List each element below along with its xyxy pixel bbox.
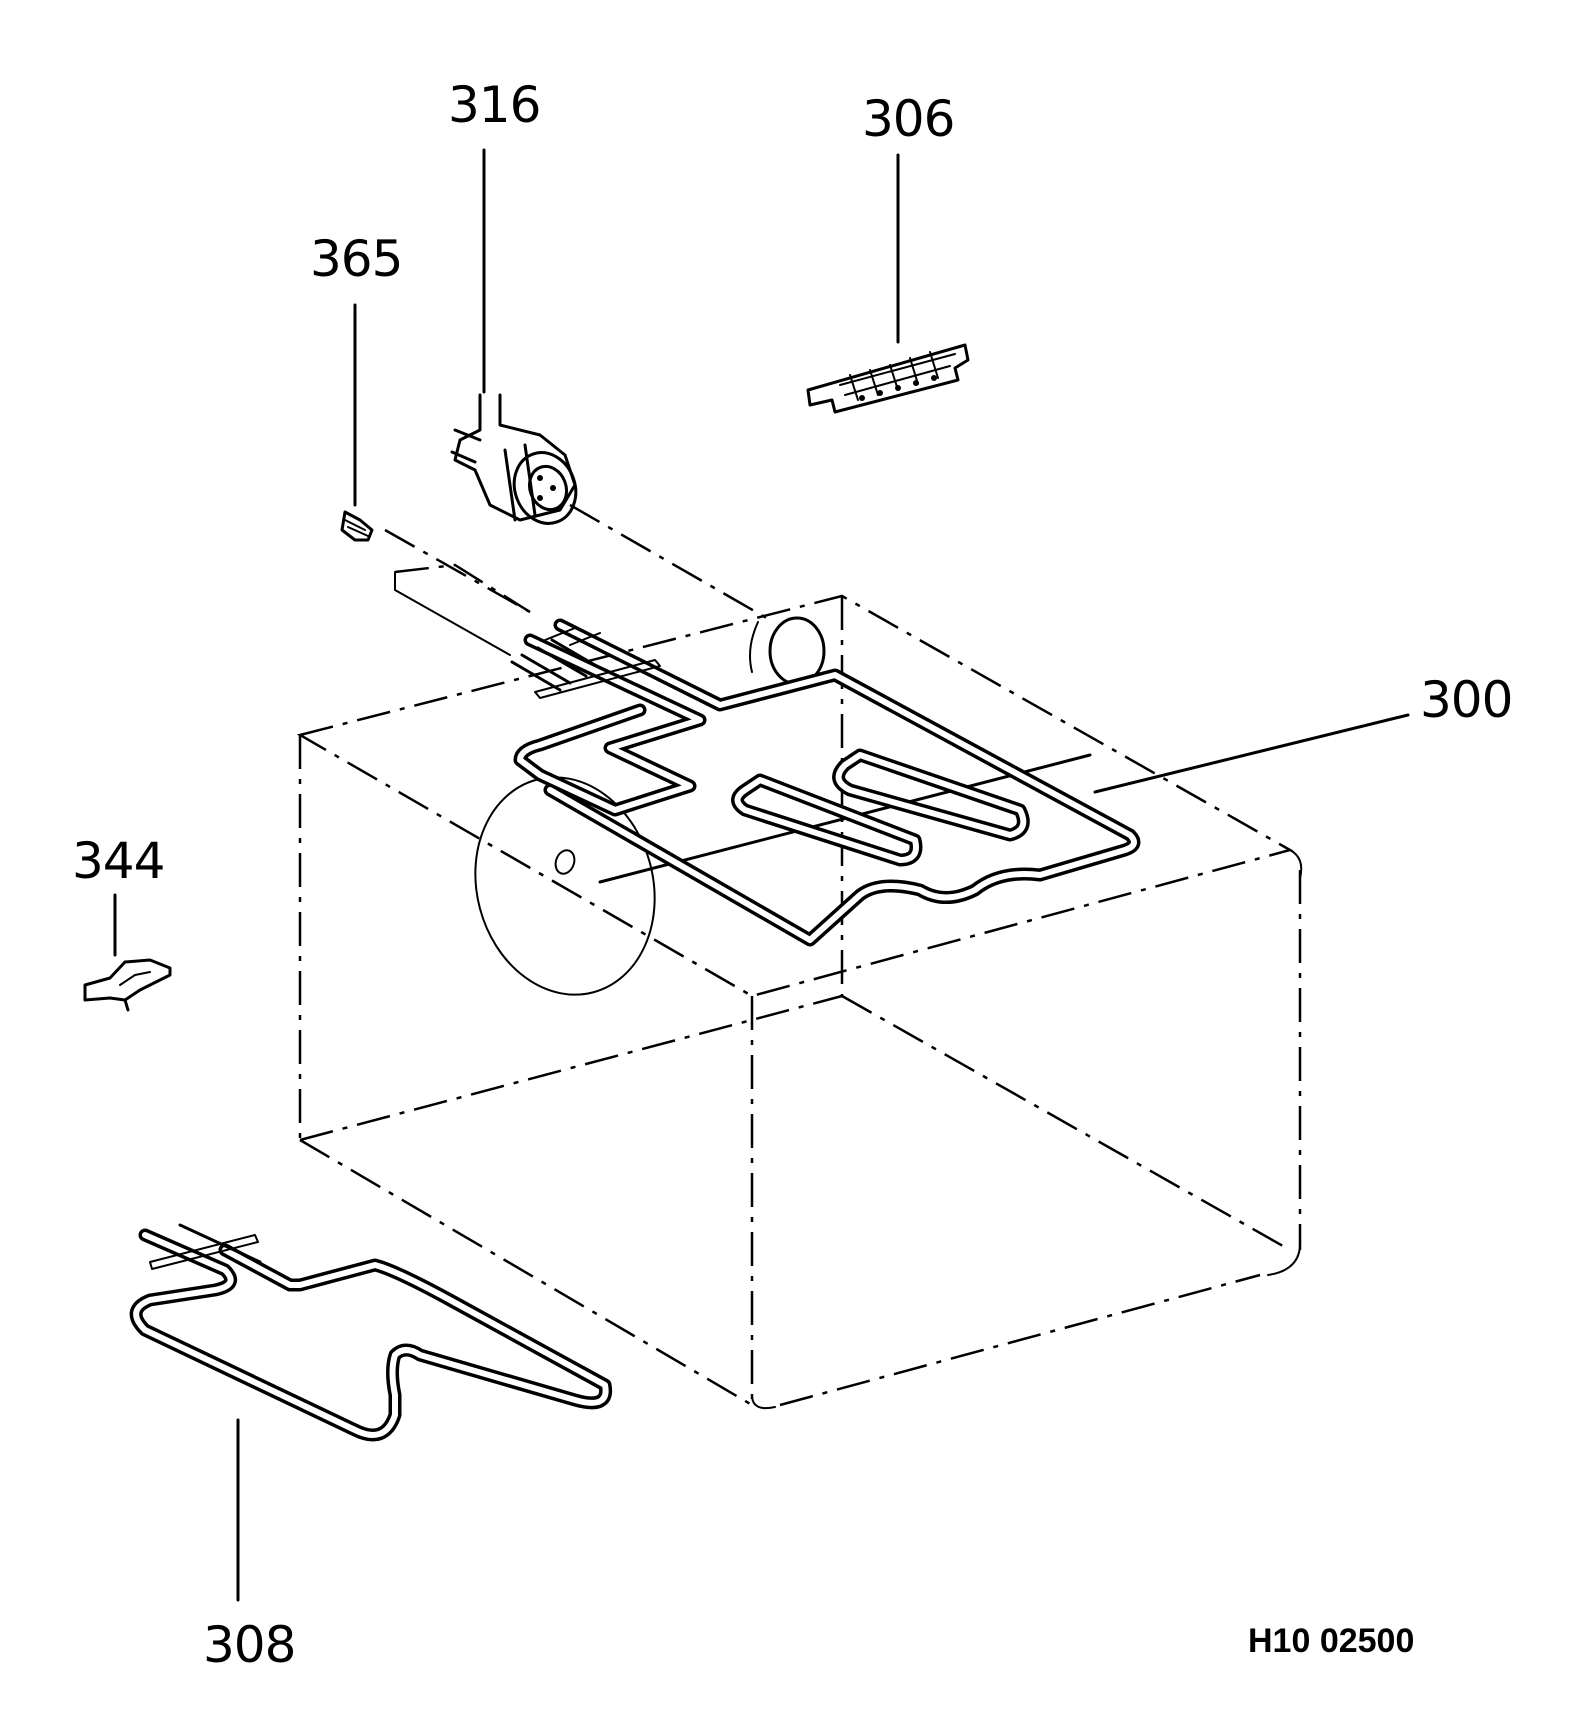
callout-344: 344	[72, 832, 165, 890]
bottom-element-308	[129, 1223, 613, 1442]
fan-motor-316	[450, 393, 578, 525]
leader-300	[1093, 713, 1410, 794]
leader-lines	[113, 148, 1410, 1602]
oven-cavity-outline	[296, 594, 1303, 1410]
callout-316: 316	[448, 76, 541, 134]
callout-300: 300	[1420, 671, 1513, 729]
terminal-block-306	[806, 343, 970, 414]
thermal-fuse-344	[83, 958, 172, 1012]
callout-308: 308	[203, 1616, 296, 1674]
callout-306: 306	[862, 90, 955, 148]
callout-365: 365	[310, 230, 403, 288]
assembly-guide-lines	[384, 503, 771, 656]
grill-element-300	[510, 618, 1141, 947]
drawing-reference-code: H10 02500	[1248, 1622, 1415, 1660]
lamp-screw-365	[340, 510, 374, 542]
